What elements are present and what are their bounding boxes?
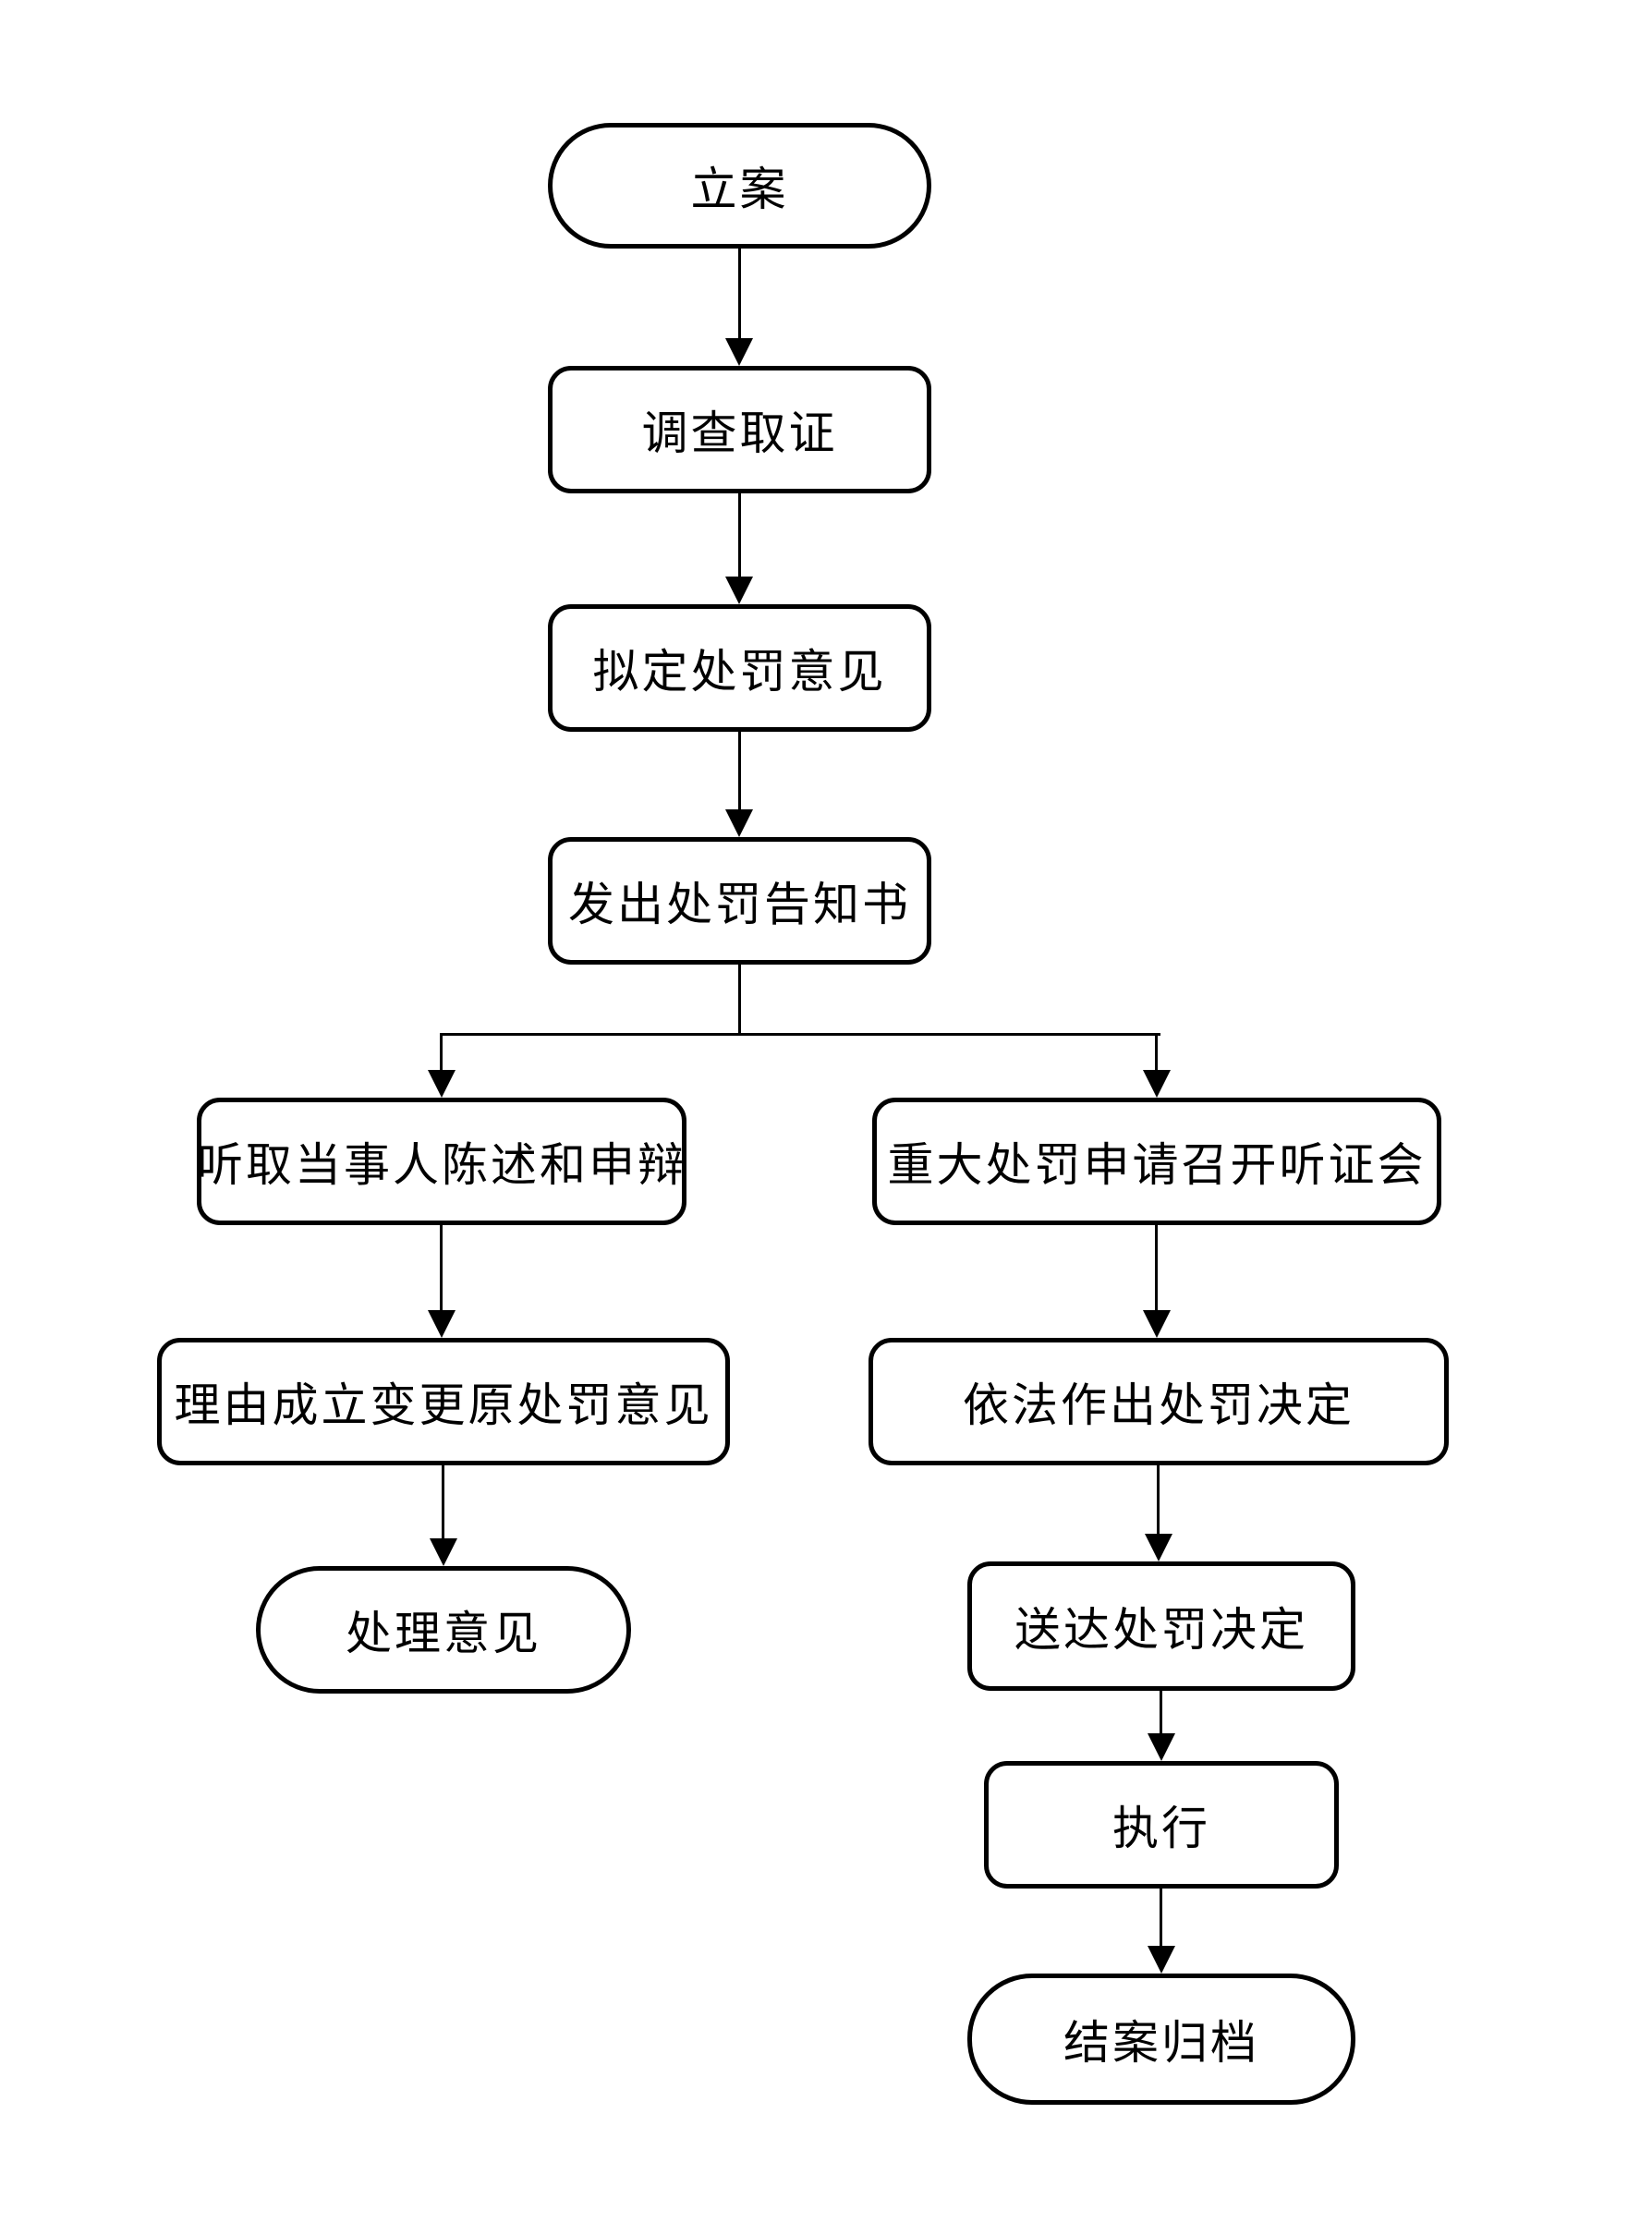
arrowhead-into-execution	[1148, 1733, 1175, 1761]
connector-branch-right-drop	[1155, 1033, 1158, 1070]
connector-branch-stem	[738, 965, 741, 1036]
connector-serve-to-execution	[1160, 1691, 1162, 1733]
node-draft-penalty-opinion: 拟定处罚意见	[548, 604, 931, 732]
node-issue-penalty-notice-label: 发出处罚告知书	[568, 878, 911, 931]
node-execution: 执行	[984, 1761, 1339, 1889]
node-modify-original-opinion-label: 理由成立变更原处罚意见	[174, 1379, 713, 1432]
node-serve-penalty-decision-label: 送达处罚决定	[1014, 1603, 1308, 1657]
connector-hear-to-modify	[440, 1225, 443, 1310]
connector-modify-to-handling	[442, 1465, 444, 1538]
node-major-penalty-hearing-label: 重大处罚申请召开听证会	[887, 1138, 1427, 1192]
node-major-penalty-hearing: 重大处罚申请召开听证会	[872, 1098, 1441, 1225]
arrowhead-into-lawful-decision	[1143, 1310, 1171, 1338]
connector-decision-to-serve	[1157, 1465, 1160, 1534]
arrowhead-into-close-case	[1148, 1946, 1175, 1974]
node-draft-penalty-opinion-label: 拟定处罚意见	[592, 645, 887, 698]
connector-branch-horizontal	[440, 1033, 1160, 1036]
arrowhead-into-modify-opinion	[428, 1310, 456, 1338]
node-hear-statement-defense: 听取当事人陈述和申辩	[197, 1098, 686, 1225]
arrowhead-into-handling-opinion	[430, 1538, 457, 1566]
node-hear-statement-defense-label: 听取当事人陈述和申辩	[197, 1138, 686, 1192]
node-close-case-archive-label: 结案归档	[1063, 2016, 1259, 2070]
node-lawful-penalty-decision-label: 依法作出处罚决定	[963, 1379, 1354, 1432]
node-handling-opinion: 处理意见	[256, 1566, 631, 1694]
arrowhead-into-draft	[725, 577, 753, 604]
connector-draft-to-notice	[738, 732, 741, 809]
node-execution-label: 执行	[1112, 1802, 1210, 1855]
arrowhead-into-notice	[725, 809, 753, 837]
node-handling-opinion-label: 处理意见	[346, 1607, 541, 1660]
node-modify-original-opinion: 理由成立变更原处罚意见	[157, 1338, 730, 1465]
connector-investigation-to-draft	[738, 493, 741, 577]
node-issue-penalty-notice: 发出处罚告知书	[548, 837, 931, 965]
arrowhead-into-investigation	[725, 338, 753, 366]
node-case-filing-label: 立案	[690, 163, 789, 216]
arrowhead-into-major-hearing	[1143, 1070, 1171, 1098]
connector-branch-left-drop	[440, 1033, 443, 1070]
node-case-filing: 立案	[548, 123, 931, 249]
connector-filing-to-investigation	[738, 249, 741, 338]
node-investigation-evidence-label: 调查取证	[641, 407, 838, 460]
connector-execution-to-archive	[1160, 1889, 1162, 1946]
arrowhead-into-serve-decision	[1145, 1534, 1172, 1561]
node-close-case-archive: 结案归档	[967, 1974, 1355, 2105]
node-serve-penalty-decision: 送达处罚决定	[967, 1561, 1355, 1691]
arrowhead-into-hear-statement	[428, 1070, 456, 1098]
node-lawful-penalty-decision: 依法作出处罚决定	[869, 1338, 1449, 1465]
node-investigation-evidence: 调查取证	[548, 366, 931, 493]
connector-hearing-to-decision	[1155, 1225, 1158, 1310]
